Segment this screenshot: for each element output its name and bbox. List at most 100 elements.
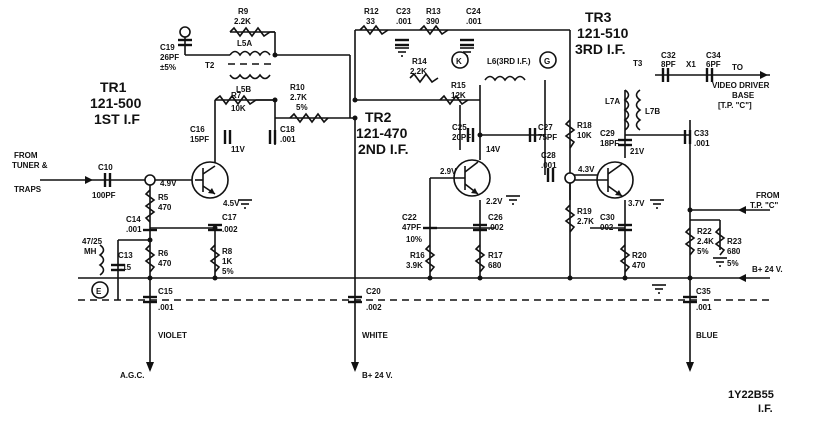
r9-resistor bbox=[229, 26, 275, 38]
l5a-coil bbox=[229, 50, 271, 57]
c32-value: 8PF bbox=[661, 60, 676, 69]
l7b-coil bbox=[635, 89, 642, 131]
c16-label: C16 bbox=[190, 125, 205, 134]
c35-label: C35 bbox=[696, 287, 711, 296]
l4725-coil bbox=[98, 244, 105, 276]
r23-tol: 5% bbox=[727, 259, 739, 268]
io-labels: FROM TUNER & TRAPS TO VIDEO DRIVER BASE … bbox=[12, 63, 783, 415]
l5b-coil bbox=[229, 73, 271, 80]
r9-value: 2.2K bbox=[234, 17, 251, 26]
c18-value: .001 bbox=[280, 135, 296, 144]
l4725-unit: MH bbox=[84, 247, 97, 256]
r7-value: 10K bbox=[231, 104, 246, 113]
l5a-label: L5A bbox=[237, 39, 252, 48]
r23-resistor bbox=[714, 227, 726, 256]
c34-label: C34 bbox=[706, 51, 721, 60]
b24-bottom-label: B+ 24 V. bbox=[362, 371, 393, 380]
stage-titles: TR1 121-500 1ST I.F TR2 121-470 2ND I.F.… bbox=[90, 9, 629, 157]
r7-label: R7 bbox=[231, 91, 242, 100]
r14-label: R14 bbox=[412, 57, 427, 66]
c30-value: 002 bbox=[600, 223, 614, 232]
r15-resistor bbox=[439, 94, 469, 106]
r19-resistor bbox=[564, 204, 576, 233]
c25-label: C25 bbox=[452, 123, 467, 132]
test-point-k bbox=[451, 51, 469, 69]
tr2-transistor bbox=[430, 159, 491, 197]
r18-value: 10K bbox=[577, 131, 592, 140]
video-driver-label: VIDEO DRIVER bbox=[712, 81, 770, 90]
r20-label: R20 bbox=[632, 251, 647, 260]
c25-value: 20PF bbox=[452, 133, 471, 142]
r10-value: 2.7K bbox=[290, 93, 307, 102]
tp-tr3-base-ring bbox=[564, 172, 576, 184]
from-tuner-line2: TUNER & bbox=[12, 161, 48, 170]
input-arrow bbox=[85, 176, 93, 184]
c19-tol: ±5% bbox=[160, 63, 176, 72]
from-tuner-line3: TRAPS bbox=[14, 185, 42, 194]
c14-label: C14 bbox=[126, 215, 141, 224]
r12-resistor bbox=[359, 24, 389, 36]
model-number: 1Y22B55 bbox=[728, 389, 774, 401]
l6-label: L6(3RD I.F.) bbox=[487, 57, 531, 66]
voltage-tr1-collector: 11V bbox=[231, 145, 245, 154]
junctions bbox=[147, 52, 693, 281]
c22-value: 47PF bbox=[402, 223, 421, 232]
r22-resistor bbox=[684, 227, 696, 256]
tr1-part: 121-500 bbox=[90, 95, 142, 111]
from-tpc-arrow bbox=[738, 206, 746, 214]
voltage-tr2-collector: 14V bbox=[486, 145, 501, 154]
c29-value: 18PF bbox=[600, 139, 619, 148]
c35-value: .001 bbox=[696, 303, 712, 312]
output-arrow bbox=[760, 71, 768, 79]
r12-label: R12 bbox=[364, 7, 379, 16]
r22-tol: 5% bbox=[697, 247, 709, 256]
c27-label: C27 bbox=[538, 123, 553, 132]
test-point-k-label: K bbox=[456, 57, 462, 66]
voltage-tr2-base: 2.9V bbox=[440, 167, 457, 176]
section-label: I.F. bbox=[758, 403, 773, 415]
r8-value: 1K bbox=[222, 257, 232, 266]
r17-label: R17 bbox=[488, 251, 503, 260]
r10-label: R10 bbox=[290, 83, 305, 92]
r14-value: 2.2K bbox=[410, 67, 427, 76]
resistors bbox=[144, 24, 726, 273]
to-label: TO bbox=[732, 63, 743, 72]
r22-value: 2.4K bbox=[697, 237, 714, 246]
r6-resistor bbox=[144, 244, 156, 273]
capacitors bbox=[103, 38, 714, 304]
l7a-coil bbox=[623, 89, 630, 131]
r5-resistor bbox=[144, 189, 156, 223]
r12-value: 33 bbox=[366, 17, 375, 26]
r8-resistor bbox=[209, 244, 221, 273]
c16-value: 15PF bbox=[190, 135, 209, 144]
c33-value: .001 bbox=[694, 139, 710, 148]
r17-resistor bbox=[474, 244, 486, 273]
r16-label: R16 bbox=[410, 251, 425, 260]
tr2-part: 121-470 bbox=[356, 125, 408, 141]
c22-label: C22 bbox=[402, 213, 417, 222]
c22-tol: 10% bbox=[406, 235, 422, 244]
l7b-label: L7B bbox=[645, 107, 660, 116]
ground-symbol bbox=[238, 199, 252, 209]
c10-label: C10 bbox=[98, 163, 113, 172]
voltage-tr1-base: 4.9V bbox=[160, 179, 177, 188]
ground-symbol bbox=[652, 284, 666, 294]
c13-label: C13 bbox=[118, 251, 133, 260]
violet-label: VIOLET bbox=[158, 331, 187, 340]
base-label: BASE bbox=[732, 91, 755, 100]
c28-value: .001 bbox=[541, 161, 557, 170]
r8-tol: 5% bbox=[222, 267, 234, 276]
c26-value: .002 bbox=[488, 223, 504, 232]
blue-arrow bbox=[686, 362, 694, 372]
white-label: WHITE bbox=[362, 331, 388, 340]
transistors bbox=[191, 159, 634, 199]
r6-label: R6 bbox=[158, 249, 169, 258]
c17-value: .002 bbox=[222, 225, 238, 234]
tr3-name: TR3 bbox=[585, 9, 612, 25]
c19-value: 26PF bbox=[160, 53, 179, 62]
tr2-func: 2ND I.F. bbox=[358, 141, 409, 157]
ground-symbol bbox=[395, 47, 409, 57]
c28-label: C28 bbox=[541, 151, 556, 160]
c20-value: .002 bbox=[366, 303, 382, 312]
tp-c19-ring bbox=[179, 26, 191, 38]
